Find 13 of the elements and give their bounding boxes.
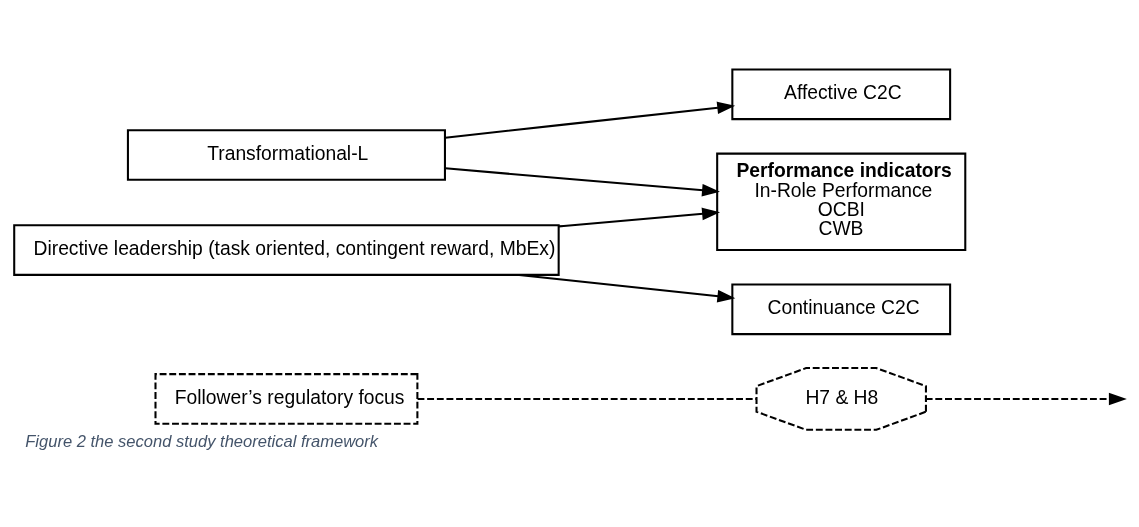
node-box: Directive leadership (task oriented, contingent reward, MbEx)	[13, 223, 560, 276]
arrow	[558, 207, 721, 227]
node-box: Transformational-L	[126, 128, 446, 181]
arrow	[445, 166, 720, 196]
node-box: Affective C2C	[731, 67, 952, 120]
node-box: Continuance C2C	[731, 283, 952, 335]
caption: Figure 2 the second study theoretical framework	[25, 431, 379, 451]
connector	[417, 397, 757, 400]
arrow	[445, 101, 736, 139]
arrow	[925, 392, 1127, 405]
node-box: Performance indicators In-Role Performance OCBI CWB	[716, 152, 967, 251]
node-box: Follower’s regulatory focus	[154, 372, 419, 425]
arrow	[519, 273, 736, 302]
